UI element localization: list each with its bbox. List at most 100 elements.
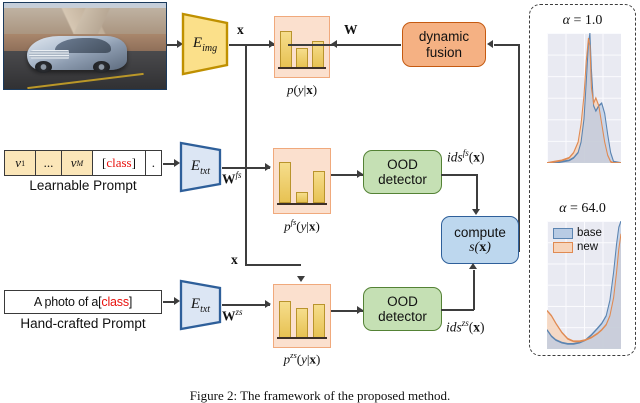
text-encoder-zero-shot-shape [179,279,222,331]
dynamic-fusion-block: dynamic fusion [402,22,486,67]
compute-score-line2: s(x) [469,239,491,255]
arrow-hist2-to-ood-head [357,170,363,178]
photo-mountains [4,8,166,38]
alpha-64-series-new-line [547,233,621,343]
text-encoder-few-shot: Etxt [179,141,222,193]
histogram-p-fs-bars [279,157,325,204]
arrow-hist3-to-ood-head [357,306,363,314]
compute-score-line1: compute [454,224,506,240]
handcrafted-prompt-label: Hand-crafted Prompt [20,316,146,331]
arrow-fusion-to-hist1-head [331,40,337,48]
bar [312,303,325,338]
signal-W-fs: Wfs [222,170,242,187]
arrow-handcrafted-to-txt-head [174,297,180,305]
histogram-p-y-given-x-bars [279,24,325,68]
legend-entry-new: new [553,241,602,253]
signal-ids-zs: idszs(x) [446,318,485,335]
histogram-p-y-given-x [274,16,330,78]
arrow-fusion-to-hist1-line [288,44,401,46]
ood-detector-zero-shot: OOD detector [363,287,442,331]
text-encoder-few-shot-label: Etxt [190,157,211,177]
signal-W: W [344,22,358,37]
bar [296,48,308,68]
bar [279,30,292,68]
dynamic-fusion-line2: fusion [425,44,463,60]
arrow-oodzs-to-compute-line-h [441,309,474,311]
histogram-p-zs-label: pzs(y|x) [283,350,321,367]
alpha-1-series-new-line [547,37,621,163]
histogram-baseline [277,67,327,70]
arrow-oodzs-to-compute-line-v [473,270,475,310]
signal-x-top: x [237,22,244,37]
photo-car-body [26,35,128,73]
arrow-hist2-to-ood-line [331,174,363,176]
learnable-prompt-label: Learnable Prompt [29,178,137,193]
alpha-1-curves [547,33,621,163]
density-plots-panel: α = 1.0 α = 64.0 [529,4,636,356]
arrow-oodfs-to-compute-line-v [476,174,478,211]
bar [279,162,292,204]
histogram-p-y-given-x-label: p(y|x) [286,82,318,97]
legend-label-base: base [577,227,602,239]
compute-score-block: compute s(x) [441,216,519,264]
alpha-64-series-base-area [547,221,621,349]
handcrafted-prompt-text: A photo of a [class] [33,295,133,309]
handcrafted-class: class [101,295,129,309]
text-encoder-few-shot-shape [179,141,222,193]
handcrafted-prompt-box[interactable]: A photo of a [class] [4,290,162,314]
prompt-token-ellipsis: ... [36,151,62,175]
photo-car-wheel-front [34,61,52,73]
alpha-64-plot: base new [547,221,621,349]
branch-x-horizontal [245,264,301,266]
dynamic-fusion-line1: dynamic [418,29,470,45]
feedback-line-top [494,44,520,46]
arrow-txtzs-to-hist3-line [222,304,270,306]
ood-detector-few-shot: OOD detector [363,150,442,194]
text-encoder-zero-shot: Etxt [179,279,222,331]
arrow-hist3-to-ood-line [331,310,363,312]
arrow-oodfs-to-compute-line-h [441,174,477,176]
alpha-64-series-base-line [547,221,621,345]
arrow-txtfs-to-hist2-line [222,167,270,169]
arrow-image-to-encoder-line [166,44,178,46]
histogram-p-fs [273,148,331,214]
histogram-baseline [276,202,328,205]
branch-x-vertical [245,46,247,264]
arrow-oodfs-to-compute-head [472,209,480,215]
feedback-line-vertical [518,44,520,252]
alpha-64-curves [547,221,621,349]
handcrafted-prefix: A photo of a [33,295,99,309]
image-encoder-shape [181,12,229,76]
arrow-image-to-encoder-head [177,40,183,48]
signal-x-middle: x [231,252,238,267]
alpha-64-title: α = 64.0 [559,201,606,216]
prompt-token-period: . [151,155,156,170]
legend-label-new: new [577,241,599,253]
image-encoder-label: Eimg [192,34,218,54]
signal-ids-fs: idsfs(x) [447,148,485,165]
histogram-p-zs [273,284,331,348]
arrow-txtzs-to-hist3-head [265,300,271,308]
signal-W-zs: Wzs [222,307,243,324]
arrow-txtfs-to-hist2-head [265,163,271,171]
arrow-learnable-to-txt-line [163,163,175,165]
legend-swatch-new [553,241,573,253]
histogram-baseline [276,336,328,339]
alpha-1-series-base-line [547,33,621,163]
arrow-learnable-to-txt-head [174,159,180,167]
arrow-oodzs-to-compute-head [469,263,477,269]
ood-detector-few-shot-line1: OOD [387,156,418,172]
image-encoder: Eimg [181,12,229,76]
alpha-64-legend: base new [553,227,602,253]
photo-car-wheel-rear [92,61,111,73]
prompt-token-class: [class] [93,151,146,175]
alpha-1-title: α = 1.0 [562,13,603,28]
legend-entry-base: base [553,227,602,239]
bar [312,170,325,204]
branch-x-arrowhead [297,276,305,282]
alpha-1-plot [547,33,621,163]
